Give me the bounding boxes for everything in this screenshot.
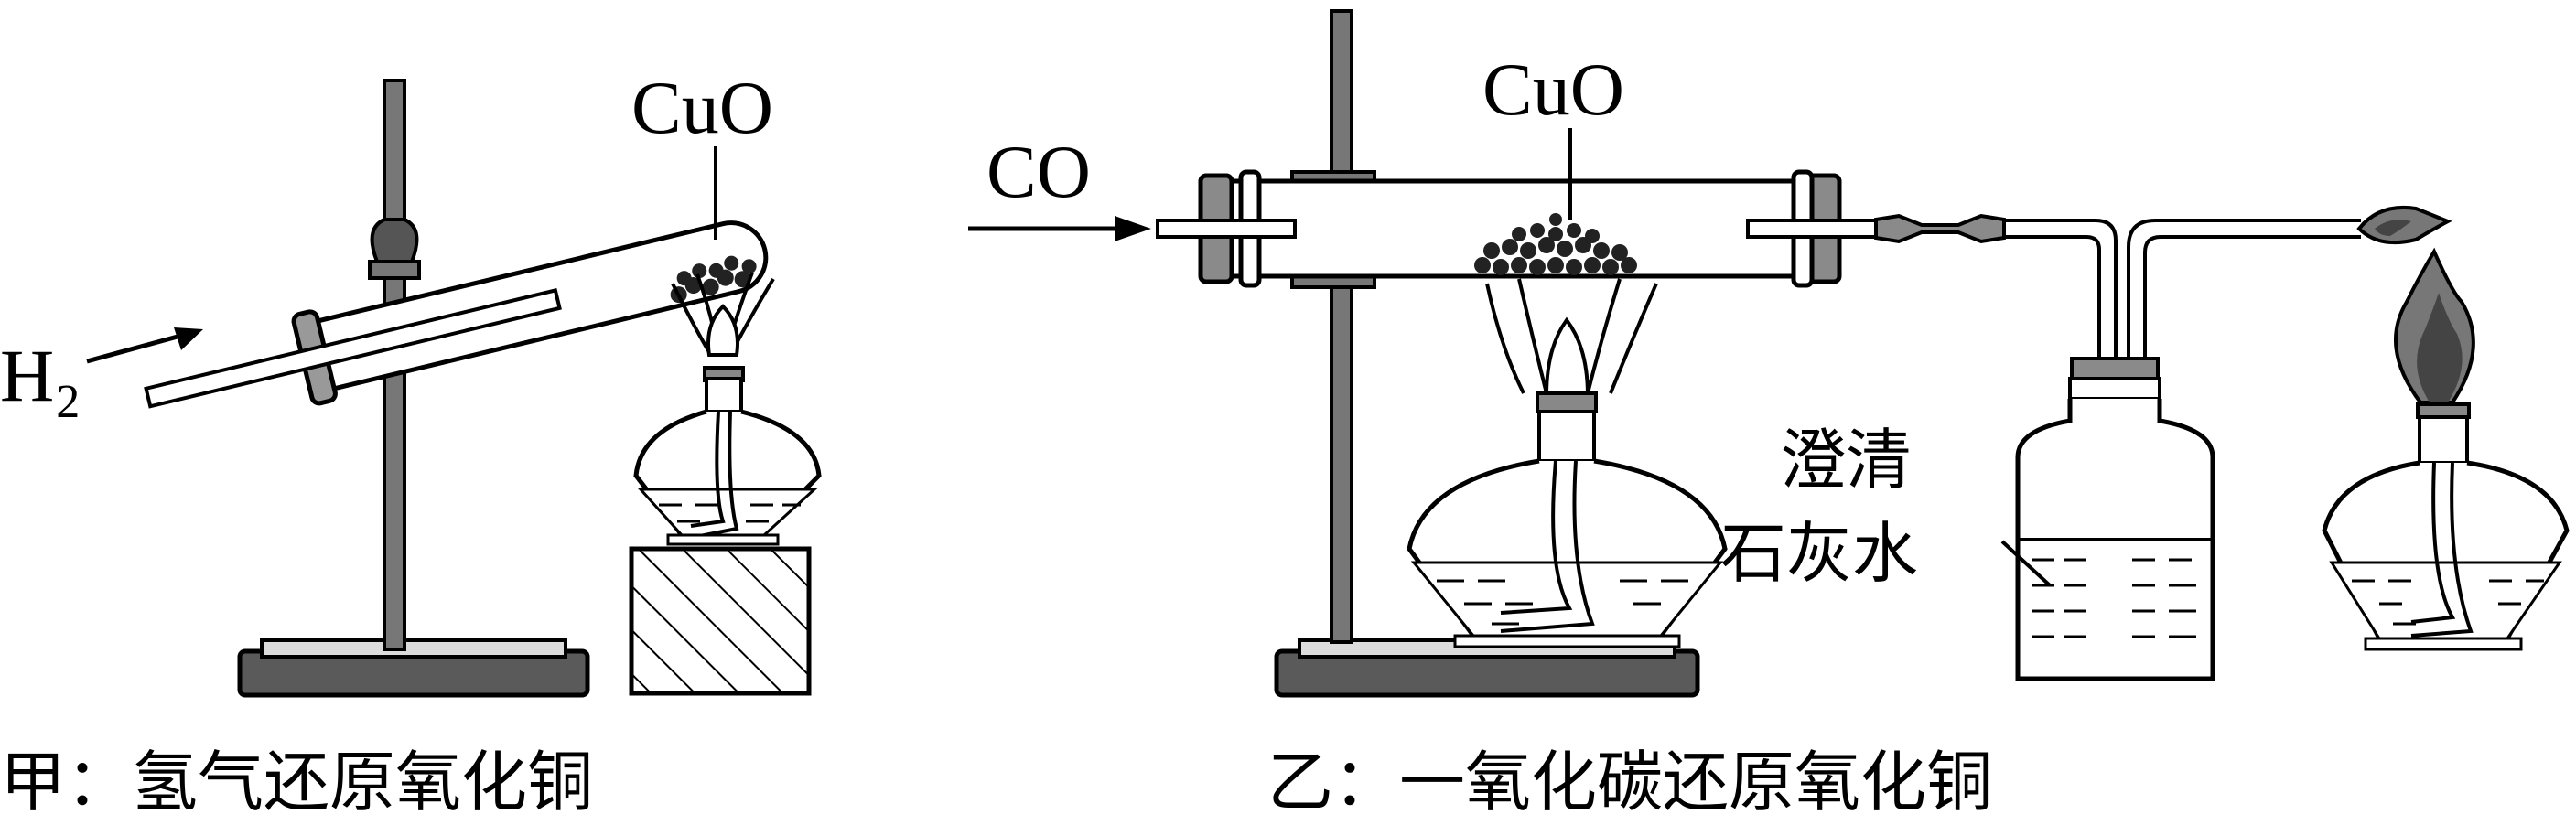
- left-h2-arrow: [86, 327, 203, 364]
- limewater-bottle: [2015, 357, 2215, 681]
- right-outlet-tubing: [1874, 213, 2361, 660]
- right-co-label: CO: [986, 130, 1091, 213]
- limewater-pointer: [2000, 540, 2052, 587]
- left-caption: 甲：氢气还原氧化铜: [0, 744, 593, 820]
- left-apparatus: CuO H2 甲：氢气还原氧化铜: [0, 66, 822, 820]
- right-alcohol-lamp: [1407, 391, 1728, 648]
- left-test-tube: [144, 220, 769, 409]
- right-apparatus: CuO CO 澄清 石灰水 乙：一氧化碳还原氧化铜: [968, 9, 2570, 820]
- limewater-label-line2: 石灰水: [1720, 515, 1918, 592]
- right-burning-flame: [2356, 206, 2452, 245]
- left-h2-label: H2: [0, 334, 80, 428]
- left-cuo-label: CuO: [631, 66, 773, 149]
- right-glass-tube: [1156, 169, 1878, 288]
- left-wooden-block: [629, 546, 812, 696]
- left-alcohol-lamp: [633, 366, 822, 546]
- right-cuo-label: CuO: [1482, 48, 1624, 131]
- right-caption: 乙：一氧化碳还原氧化铜: [1267, 744, 1992, 820]
- right-second-lamp: [2322, 247, 2570, 651]
- left-flame: [671, 272, 775, 357]
- right-co-arrow: [968, 216, 1151, 241]
- right-cuo-powder: [1474, 213, 1637, 275]
- right-heating-flame: [1485, 278, 1658, 397]
- left-iron-stand: [237, 79, 590, 698]
- limewater-label-line1: 澄清: [1780, 422, 1912, 498]
